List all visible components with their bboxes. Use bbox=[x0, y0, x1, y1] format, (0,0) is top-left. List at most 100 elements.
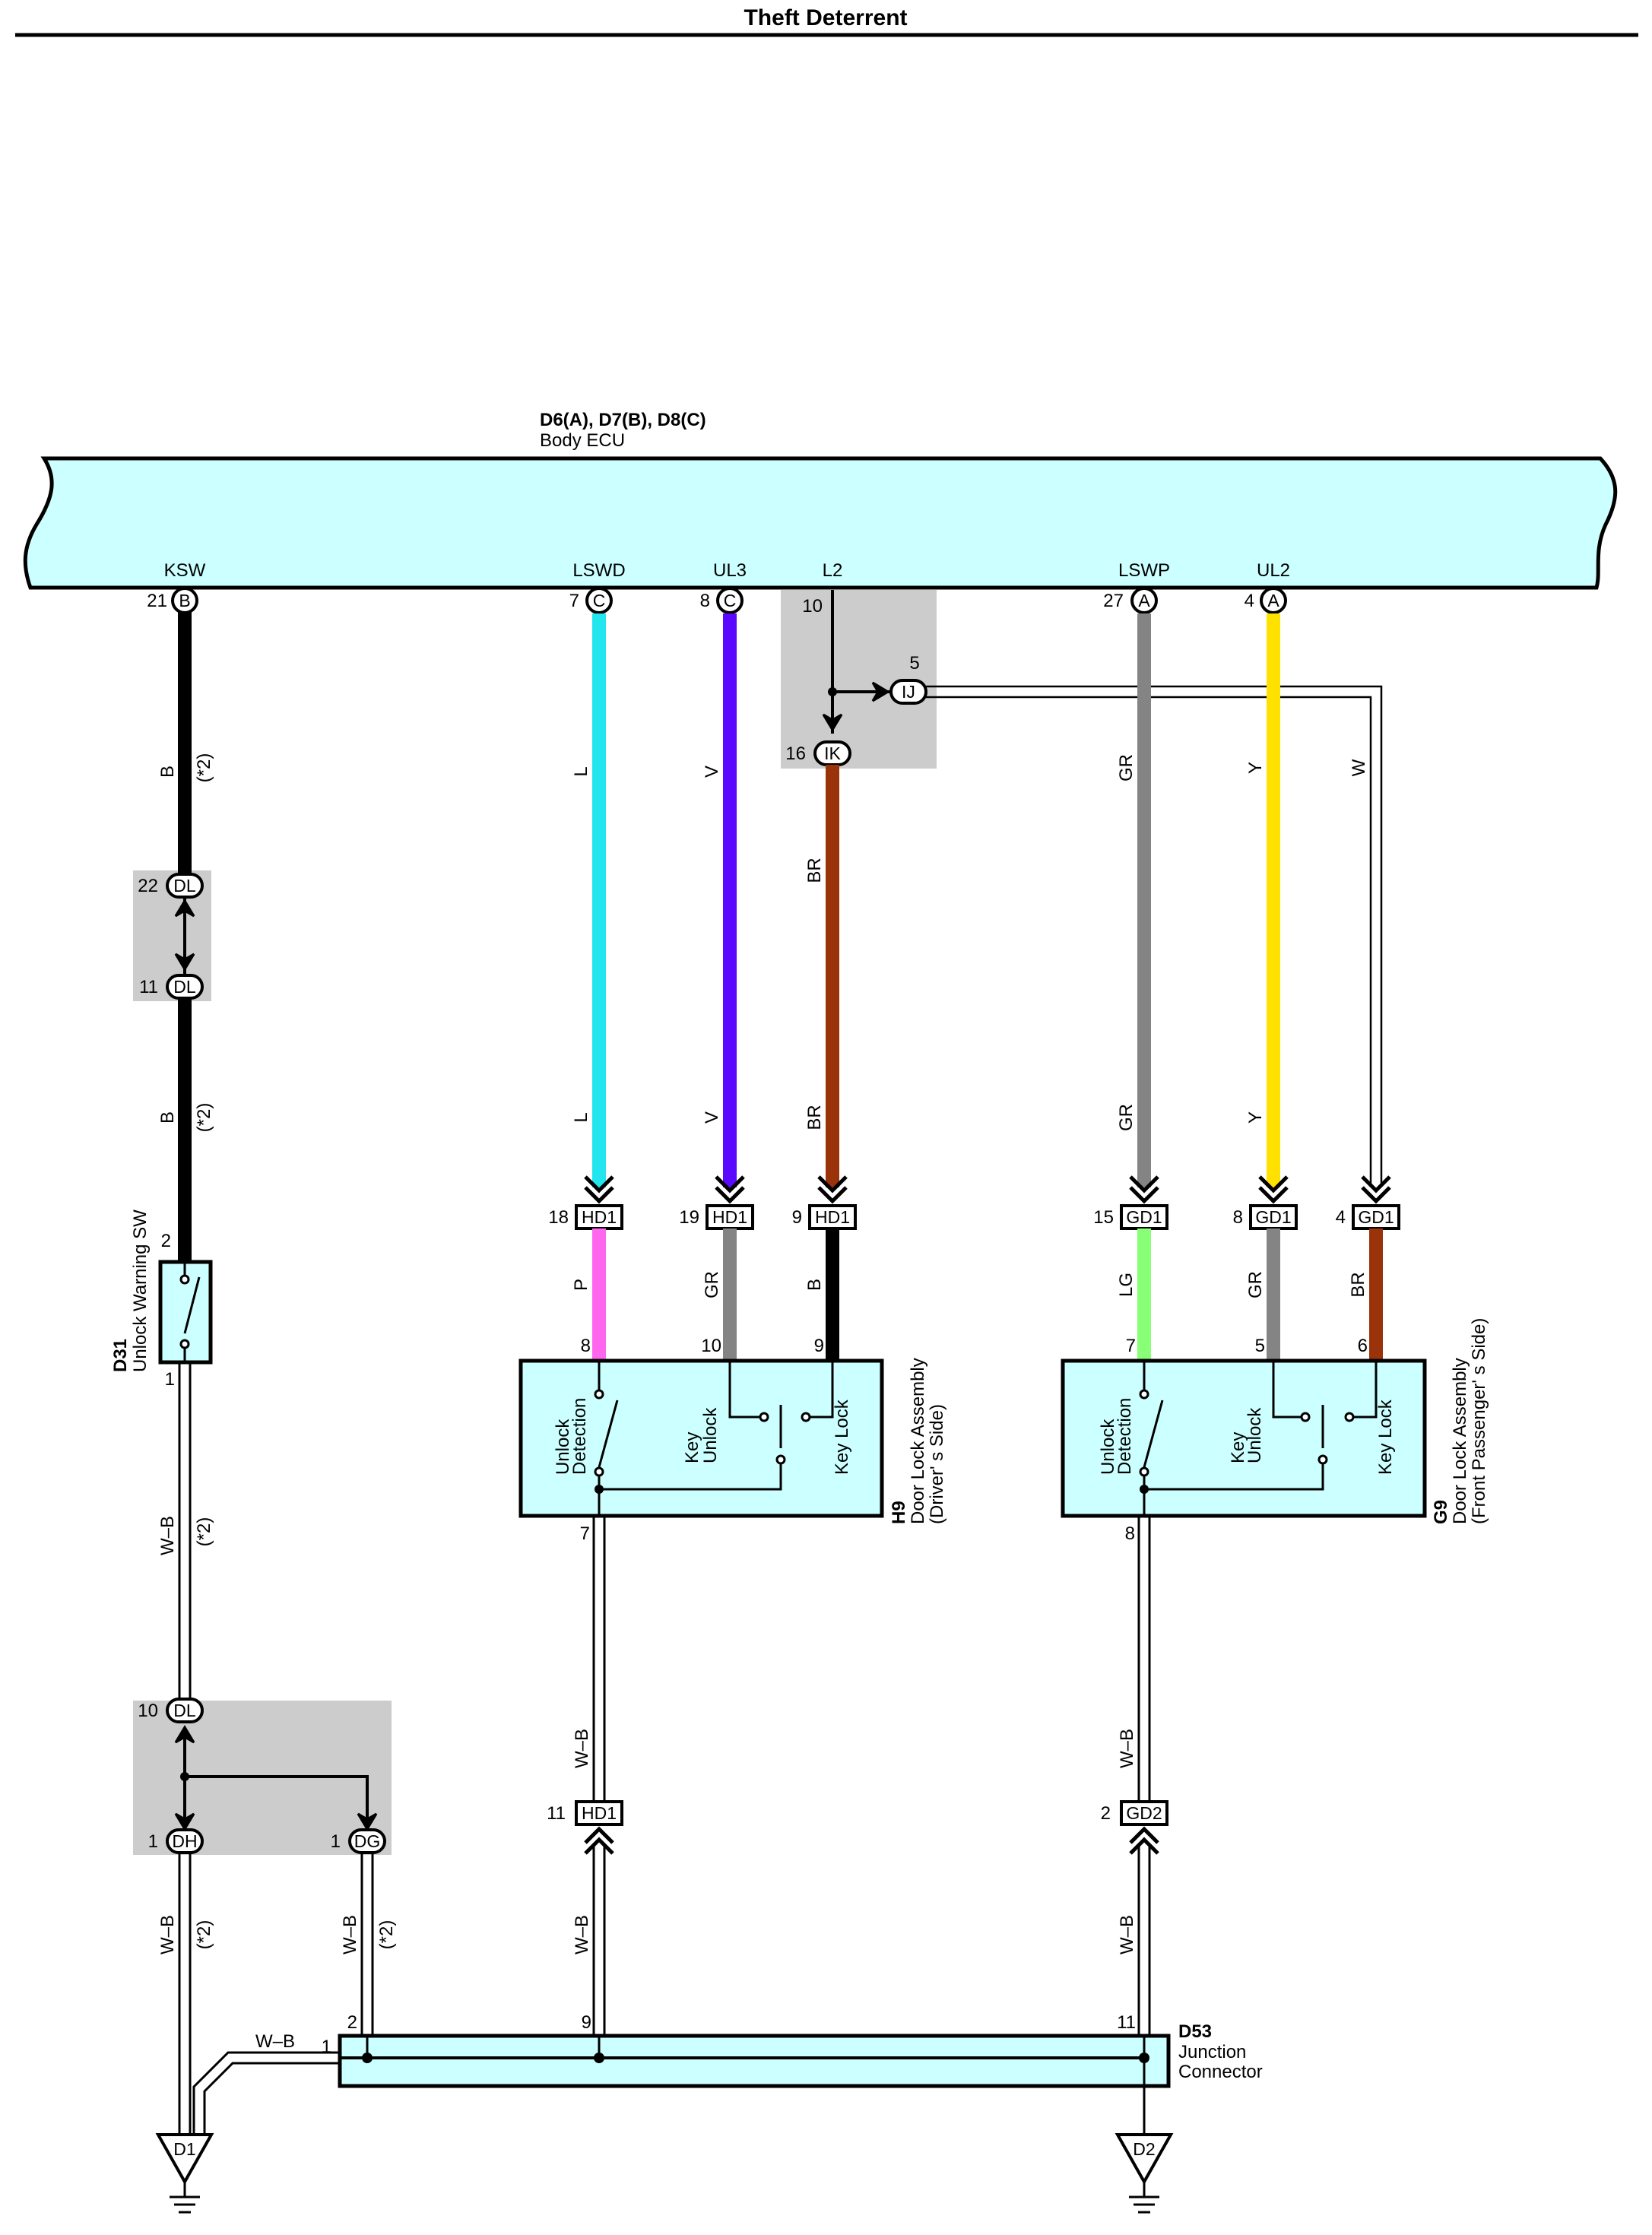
connector-hd1-9: HD1 9 bbox=[792, 1204, 857, 1230]
svg-text:16: 16 bbox=[785, 743, 806, 764]
g9-side: (Front Passenger' s Side) bbox=[1469, 1318, 1489, 1524]
wire-wb-d53-d1 bbox=[192, 2051, 340, 2135]
wire-label-wb-4: W–B bbox=[255, 2031, 295, 2052]
dl10-arrow bbox=[174, 1725, 195, 1744]
wire-label-star2-3: (*2) bbox=[194, 1517, 214, 1547]
ecu-pin-ul3: C 8 bbox=[700, 587, 744, 614]
g9-name: Door Lock Assembly bbox=[1450, 1358, 1470, 1524]
wire-label-b-1: B bbox=[157, 766, 178, 778]
wire-label-gr-2: GR bbox=[1116, 1104, 1137, 1131]
g9-label-key-unlock-2: Unlock bbox=[1245, 1407, 1265, 1463]
wire-label-wb-6: W–B bbox=[572, 1915, 592, 1954]
svg-text:GD1: GD1 bbox=[1126, 1207, 1162, 1227]
wire-label-wb-7: W–B bbox=[1117, 1729, 1137, 1768]
h9-label-unlock-detection-1: Unlock bbox=[553, 1419, 573, 1475]
d53-pin-2: 2 bbox=[347, 2012, 357, 2033]
svg-text:2: 2 bbox=[1101, 1803, 1111, 1824]
dl-arrow-down bbox=[174, 953, 195, 972]
svg-text:D2: D2 bbox=[1133, 2139, 1155, 2159]
h9-label-key-unlock-1: Key bbox=[682, 1432, 702, 1463]
h9-side: (Driver' s Side) bbox=[927, 1404, 947, 1524]
connector-ij-5: IJ 5 bbox=[889, 653, 927, 705]
d31-unlock-warning-switch bbox=[158, 1260, 213, 1365]
svg-text:IJ: IJ bbox=[902, 682, 915, 702]
wire-label-w: W bbox=[1349, 759, 1369, 776]
svg-text:GD2: GD2 bbox=[1126, 1803, 1162, 1823]
svg-text:8: 8 bbox=[700, 591, 710, 611]
d53-name-1: Junction bbox=[1178, 2042, 1246, 2062]
ecu-pin-lswp: A 27 bbox=[1103, 587, 1158, 614]
wire-label-wb-8: W–B bbox=[1117, 1915, 1137, 1954]
svg-text:GD1: GD1 bbox=[1358, 1207, 1394, 1227]
wire-label-gr-3: GR bbox=[702, 1271, 722, 1298]
h9-label-key-unlock-2: Unlock bbox=[700, 1407, 721, 1463]
connector-ik-16: IK 16 bbox=[785, 740, 851, 766]
svg-text:15: 15 bbox=[1093, 1207, 1114, 1228]
connector-hd1-19: HD1 19 bbox=[679, 1204, 754, 1230]
ecu-name: Body ECU bbox=[540, 430, 625, 451]
wire-wb-gd2-d53 bbox=[1137, 1846, 1151, 2036]
dg-link bbox=[185, 1775, 369, 1832]
connector-hd1-11: HD1 11 bbox=[547, 1800, 623, 1826]
svg-text:7: 7 bbox=[569, 591, 579, 611]
svg-text:11: 11 bbox=[547, 1803, 566, 1824]
g9-label-unlock-detection-1: Unlock bbox=[1098, 1419, 1118, 1475]
wire-wb-dg bbox=[360, 1853, 374, 2036]
svg-text:C: C bbox=[593, 591, 606, 610]
wire-label-l-2: L bbox=[571, 1112, 591, 1122]
svg-text:1: 1 bbox=[331, 1831, 341, 1852]
h9-ref: H9 bbox=[889, 1501, 909, 1524]
wire-label-wb-3: W–B bbox=[340, 1915, 360, 1954]
svg-text:DL: DL bbox=[173, 1701, 196, 1720]
svg-text:11: 11 bbox=[139, 977, 158, 997]
chevrons-row bbox=[584, 1175, 1391, 1204]
connector-hd1-18: HD1 18 bbox=[548, 1204, 623, 1230]
svg-text:18: 18 bbox=[548, 1207, 569, 1228]
g9-ref: G9 bbox=[1431, 1500, 1451, 1524]
ecu-pin-lswd-label: LSWD bbox=[572, 560, 625, 581]
ground-d2: D2 bbox=[1115, 2133, 1174, 2214]
g9-label-key-unlock-1: Key bbox=[1228, 1432, 1248, 1463]
g9-pin-7: 7 bbox=[1126, 1336, 1136, 1356]
h9-pin-8: 8 bbox=[581, 1336, 591, 1356]
page-title: Theft Deterrent bbox=[744, 5, 907, 30]
ecu-pin-ksw: B 21 bbox=[147, 587, 198, 614]
wire-label-v-1: V bbox=[702, 766, 722, 778]
ground-d1: D1 bbox=[155, 2133, 214, 2214]
connector-dl-10: DL 10 bbox=[138, 1698, 204, 1723]
wire-label-y-2: Y bbox=[1245, 1111, 1266, 1124]
d53-pin-9: 9 bbox=[582, 2012, 591, 2033]
svg-text:10: 10 bbox=[138, 1701, 158, 1721]
ecu-ref: D6(A), D7(B), D8(C) bbox=[540, 410, 706, 430]
wire-label-br-1: BR bbox=[804, 858, 825, 883]
g9-pin-8: 8 bbox=[1125, 1523, 1135, 1544]
wire-label-gr-4: GR bbox=[1245, 1271, 1266, 1298]
wire-wb-d31 bbox=[178, 1362, 192, 1699]
wire-label-gr-1: GR bbox=[1116, 754, 1137, 781]
svg-text:A: A bbox=[1138, 591, 1150, 610]
svg-text:21: 21 bbox=[147, 591, 167, 611]
ecu-pin-l2-label: L2 bbox=[823, 560, 843, 581]
wire-label-p: P bbox=[571, 1279, 591, 1291]
d31-pin-top: 2 bbox=[161, 1231, 171, 1251]
svg-text:GD1: GD1 bbox=[1255, 1207, 1291, 1227]
svg-text:DL: DL bbox=[173, 876, 196, 896]
wire-label-star2-4: (*2) bbox=[194, 1920, 214, 1950]
svg-text:4: 4 bbox=[1336, 1207, 1346, 1228]
svg-text:9: 9 bbox=[792, 1207, 802, 1228]
connector-gd1-4: GD1 4 bbox=[1336, 1204, 1400, 1230]
wire-label-wb-2: W–B bbox=[157, 1915, 178, 1954]
dl-arrow-up bbox=[174, 899, 195, 918]
svg-text:HD1: HD1 bbox=[582, 1803, 617, 1823]
g9-door-lock-assembly bbox=[1061, 1358, 1427, 1518]
g9-label-unlock-detection-2: Detection bbox=[1115, 1398, 1135, 1475]
dg-arrow bbox=[357, 1812, 378, 1831]
g9-label-key-lock: Key Lock bbox=[1375, 1399, 1396, 1475]
h9-pin-10: 10 bbox=[701, 1336, 721, 1356]
wire-label-star2-2: (*2) bbox=[194, 1103, 214, 1133]
ecu-pin-lswp-label: LSWP bbox=[1118, 560, 1170, 581]
ik-arrow bbox=[822, 713, 843, 732]
h9-door-lock-assembly bbox=[518, 1358, 884, 1518]
d31-pin-bottom: 1 bbox=[165, 1369, 175, 1390]
